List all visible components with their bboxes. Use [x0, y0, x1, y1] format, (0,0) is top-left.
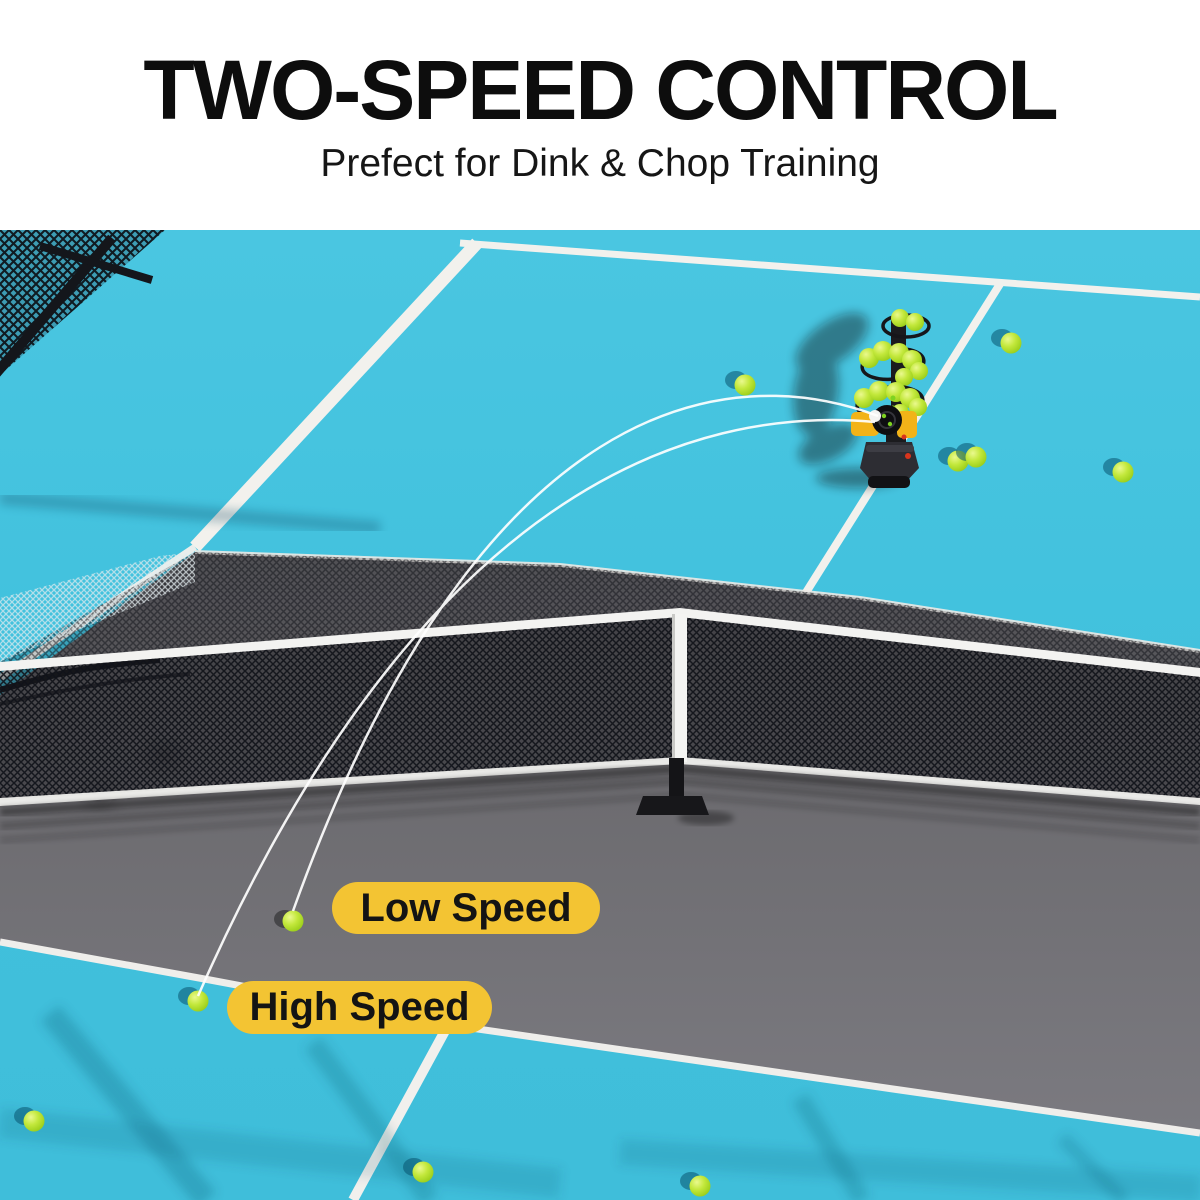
net-post-foot — [636, 796, 709, 815]
baseline — [459, 239, 1200, 301]
pickleball — [282, 910, 304, 932]
fence-corner — [0, 230, 165, 377]
court-illustration — [0, 230, 1200, 1200]
pickleball — [1000, 332, 1022, 354]
low-speed-label: Low Speed — [332, 882, 600, 934]
left-sideline — [190, 238, 482, 552]
high-speed-label-text: High Speed — [249, 985, 470, 1029]
pickleball — [187, 990, 209, 1012]
net-mesh — [0, 617, 1200, 800]
machine-shadow — [793, 312, 900, 488]
page-title: TWO-SPEED CONTROL — [143, 43, 1058, 137]
pickleball — [689, 1175, 711, 1197]
pickleball — [965, 446, 987, 468]
net-center-post — [672, 614, 687, 762]
pickleball — [734, 374, 756, 396]
high-speed-label: High Speed — [227, 981, 492, 1034]
net-left-mesh — [0, 552, 195, 662]
ball-machine — [851, 309, 931, 488]
pickleball — [1112, 461, 1134, 483]
header: TWO-SPEED CONTROL Prefect for Dink & Cho… — [0, 0, 1200, 230]
page-subtitle: Prefect for Dink & Chop Training — [320, 142, 880, 185]
trajectory-arcs — [196, 394, 879, 997]
pickleball — [412, 1161, 434, 1183]
pickleball-net — [0, 552, 1200, 843]
fence-shadow — [0, 491, 381, 535]
court-scene: Low Speed High Speed — [0, 230, 1200, 1200]
low-speed-arc — [291, 394, 879, 912]
pickleball — [23, 1110, 45, 1132]
net-top-band — [0, 608, 1200, 677]
net-bottom-rail — [0, 757, 1200, 806]
high-speed-arc — [196, 418, 876, 997]
balls-layer — [14, 329, 1134, 1197]
low-speed-label-text: Low Speed — [360, 885, 572, 930]
